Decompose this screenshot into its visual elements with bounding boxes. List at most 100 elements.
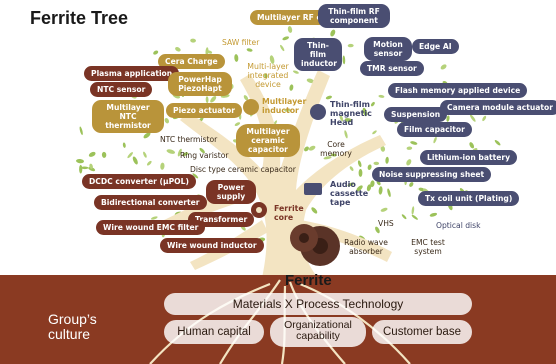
culture-human-capital: Human capital [164, 320, 264, 344]
leaf [357, 160, 362, 168]
leaf [182, 152, 189, 156]
node-suspension: Suspension [384, 107, 448, 122]
node-film-capacitor: Film capacitor [397, 122, 472, 137]
leaf [401, 214, 407, 220]
node-tmr-sensor: TMR sensor [360, 61, 424, 76]
leaf [373, 161, 380, 166]
leaf [469, 114, 476, 122]
node-bidirectional: Bidirectional converter [94, 195, 207, 210]
leaf [482, 115, 487, 122]
leaf [440, 64, 447, 70]
leaf [433, 136, 437, 144]
leaf [372, 130, 377, 135]
leaf [243, 95, 249, 101]
leaf [264, 73, 268, 79]
leaf [411, 206, 415, 215]
culture-customer-base: Customer base [372, 320, 472, 344]
node-radio-absorber: Radio wave absorber [344, 238, 388, 256]
leaf [409, 182, 414, 187]
leaf [380, 145, 386, 152]
node-edge-ai: Edge AI [412, 39, 459, 54]
node-emc-system: EMC test system [411, 238, 445, 256]
leaf [76, 158, 84, 164]
leaf [339, 115, 344, 122]
audio-tape-icon [304, 183, 322, 195]
culture-label: Group’s culture [48, 311, 97, 342]
leaf [358, 168, 363, 177]
leaf [205, 96, 209, 103]
leaf [132, 156, 138, 165]
leaf [79, 126, 83, 136]
leaf [308, 145, 316, 151]
node-tx-coil: Tx coil unit (Plating) [418, 191, 520, 206]
leaf [347, 182, 355, 187]
leaf [347, 43, 354, 48]
leaf [375, 226, 380, 234]
leaf [406, 146, 413, 150]
leaf [325, 95, 332, 100]
node-wire-inductor: Wire wound inductor [160, 238, 264, 253]
node-ntc-thermistor: NTC thermistor [160, 135, 218, 144]
leaf [122, 142, 126, 148]
leaf [175, 47, 181, 52]
leaf [344, 130, 348, 139]
leaf [282, 36, 290, 41]
leaf [153, 50, 159, 55]
node-emc-filter: Wire wound EMC filter [96, 220, 206, 235]
leaf [349, 166, 354, 171]
leaf [80, 166, 89, 170]
node-piezo-actuator: Piezo actuator [166, 103, 242, 118]
node-multilayer-inductor: Multilayer inductor [262, 97, 307, 115]
leaf [79, 164, 83, 174]
culture-organizational-capability: Organizational capability [270, 317, 366, 347]
leaf [146, 160, 152, 166]
node-dcdc: DCDC converter (μPOL) [82, 174, 196, 189]
leaf [342, 55, 346, 65]
node-transformer: Transformer [188, 212, 255, 227]
node-disc-capacitor: Disc type ceramic capacitor [190, 165, 296, 174]
leaf [385, 156, 389, 164]
leaf [192, 173, 199, 179]
node-optical-disk: Optical disk [436, 221, 481, 230]
node-ml-ntc-thermistor: Multilayer NTC thermistor [92, 100, 164, 133]
leaf [323, 156, 332, 160]
leaf [127, 152, 133, 159]
leaf [210, 96, 217, 103]
leaf [205, 47, 209, 56]
leaf [344, 118, 353, 123]
leaf [234, 54, 239, 62]
leaf [330, 29, 336, 37]
leaf [356, 185, 363, 192]
node-ferrite-core: Ferrite core [274, 204, 304, 222]
node-ring-varistor: Ring varistor [180, 151, 229, 160]
leaf [284, 108, 291, 112]
leaf [330, 153, 337, 157]
ferrite-core-object [290, 224, 340, 266]
node-powerhap: PowerHap PiezoHapt [168, 72, 232, 96]
leaf [406, 159, 412, 166]
node-multilayer-ceramic: Multilayer ceramic capacitor [236, 124, 300, 157]
leaf [311, 207, 318, 214]
node-motion-sensor: Motion sensor [364, 37, 412, 61]
leaf [429, 212, 438, 217]
leaf [143, 132, 151, 139]
leaf [289, 84, 294, 91]
node-power-supply: Power supply [206, 180, 256, 204]
leaf [143, 151, 147, 158]
leaf [101, 151, 107, 158]
leaf [88, 166, 96, 172]
page-title: Ferrite Tree [30, 8, 129, 28]
node-noise-sheet: Noise suppressing sheet [372, 167, 492, 182]
leaf [89, 163, 93, 169]
materials-process-capsule: Materials X Process Technology [164, 293, 472, 315]
node-core-memory: Core memory [320, 140, 352, 158]
leaf [280, 44, 285, 52]
leaf [150, 216, 158, 220]
node-lithium-battery: Lithium-ion battery [420, 150, 518, 165]
leaf [292, 70, 299, 74]
leaf [446, 115, 450, 122]
leaf [494, 139, 501, 146]
leaf [366, 184, 372, 192]
node-multilayer-integrated: Multi-layer integrated device [247, 62, 289, 89]
leaf [164, 118, 169, 124]
